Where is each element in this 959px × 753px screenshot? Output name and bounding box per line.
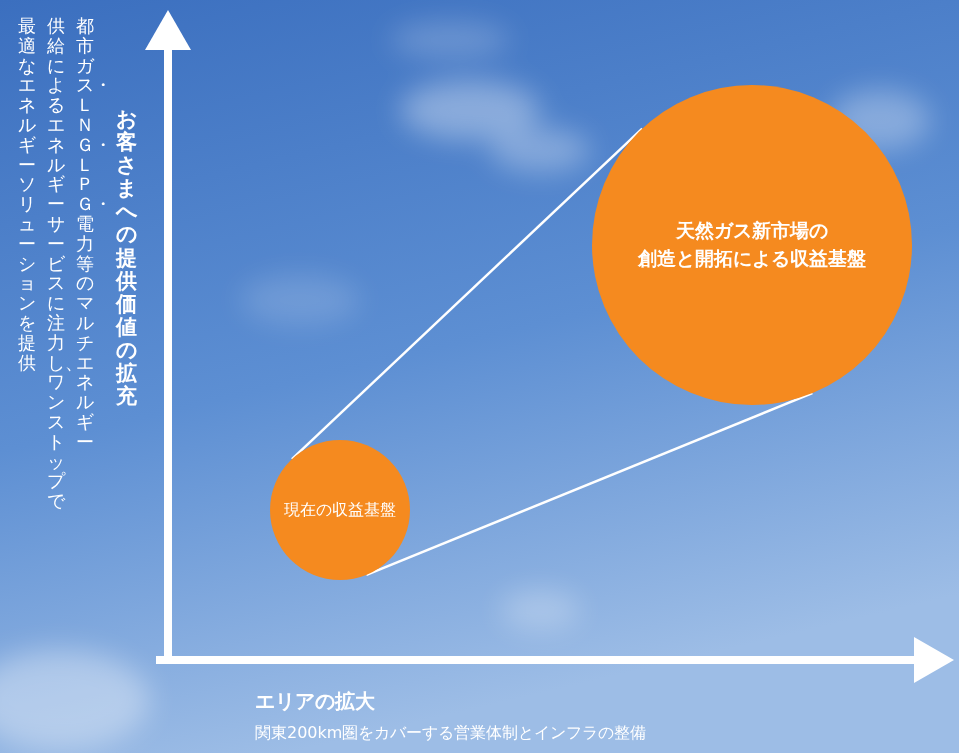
circle-shape xyxy=(592,85,912,405)
axes xyxy=(145,10,954,683)
cloud xyxy=(500,590,580,630)
circle-content: 現在の収益基盤 xyxy=(284,498,396,521)
axis-description: 最適なエネルギーソリューションを提供 xyxy=(18,16,36,372)
label-wrap: お客さまへの提供価値の拡充 xyxy=(116,108,137,408)
circle-label: 現在の収益基盤 xyxy=(284,498,396,521)
cloud xyxy=(240,275,360,325)
horizontal-axis xyxy=(156,656,918,664)
circle-fill xyxy=(592,85,912,405)
vertical-axis xyxy=(164,44,172,664)
cloud xyxy=(390,22,510,58)
axis-title: エリアの拡大 xyxy=(255,688,375,715)
axis-arrowhead xyxy=(145,10,191,50)
axis-arrowhead xyxy=(914,637,954,683)
tangent-line xyxy=(366,393,812,575)
revenue-circle: 現在の収益基盤 xyxy=(270,440,410,580)
cloud xyxy=(490,128,590,172)
circle-label: 天然ガス新市場の 創造と開拓による収益基盤 xyxy=(621,217,883,272)
axis-description: 都市ガス・ＬＮＧ・ＬＰＧ・電力等のマルチエネルギー xyxy=(76,16,94,452)
label-wrap: 関東200km圏をカバーする営業体制とインフラの整備 xyxy=(255,723,646,744)
label-wrap: エリアの拡大 xyxy=(255,688,375,715)
circle-content: 天然ガス新市場の 創造と開拓による収益基盤 xyxy=(621,217,883,272)
tangent-line xyxy=(292,129,642,459)
revenue-circle: 天然ガス新市場の 創造と開拓による収益基盤 xyxy=(592,85,912,405)
clouds xyxy=(0,22,930,750)
axis-title: お客さまへの提供価値の拡充 xyxy=(116,108,137,408)
axis-description: 供給によるエネルギーサービスに注力し、ワンストップで xyxy=(47,16,65,511)
circle-fill xyxy=(270,440,410,580)
label-wrap: 最適なエネルギーソリューションを提供 xyxy=(18,16,36,372)
label-wrap: 供給によるエネルギーサービスに注力し、ワンストップで xyxy=(47,16,65,511)
label-wrap: 都市ガス・ＬＮＧ・ＬＰＧ・電力等のマルチエネルギー xyxy=(76,16,94,452)
axis-description: 関東200km圏をカバーする営業体制とインフラの整備 xyxy=(255,723,646,744)
cloud xyxy=(0,650,150,750)
